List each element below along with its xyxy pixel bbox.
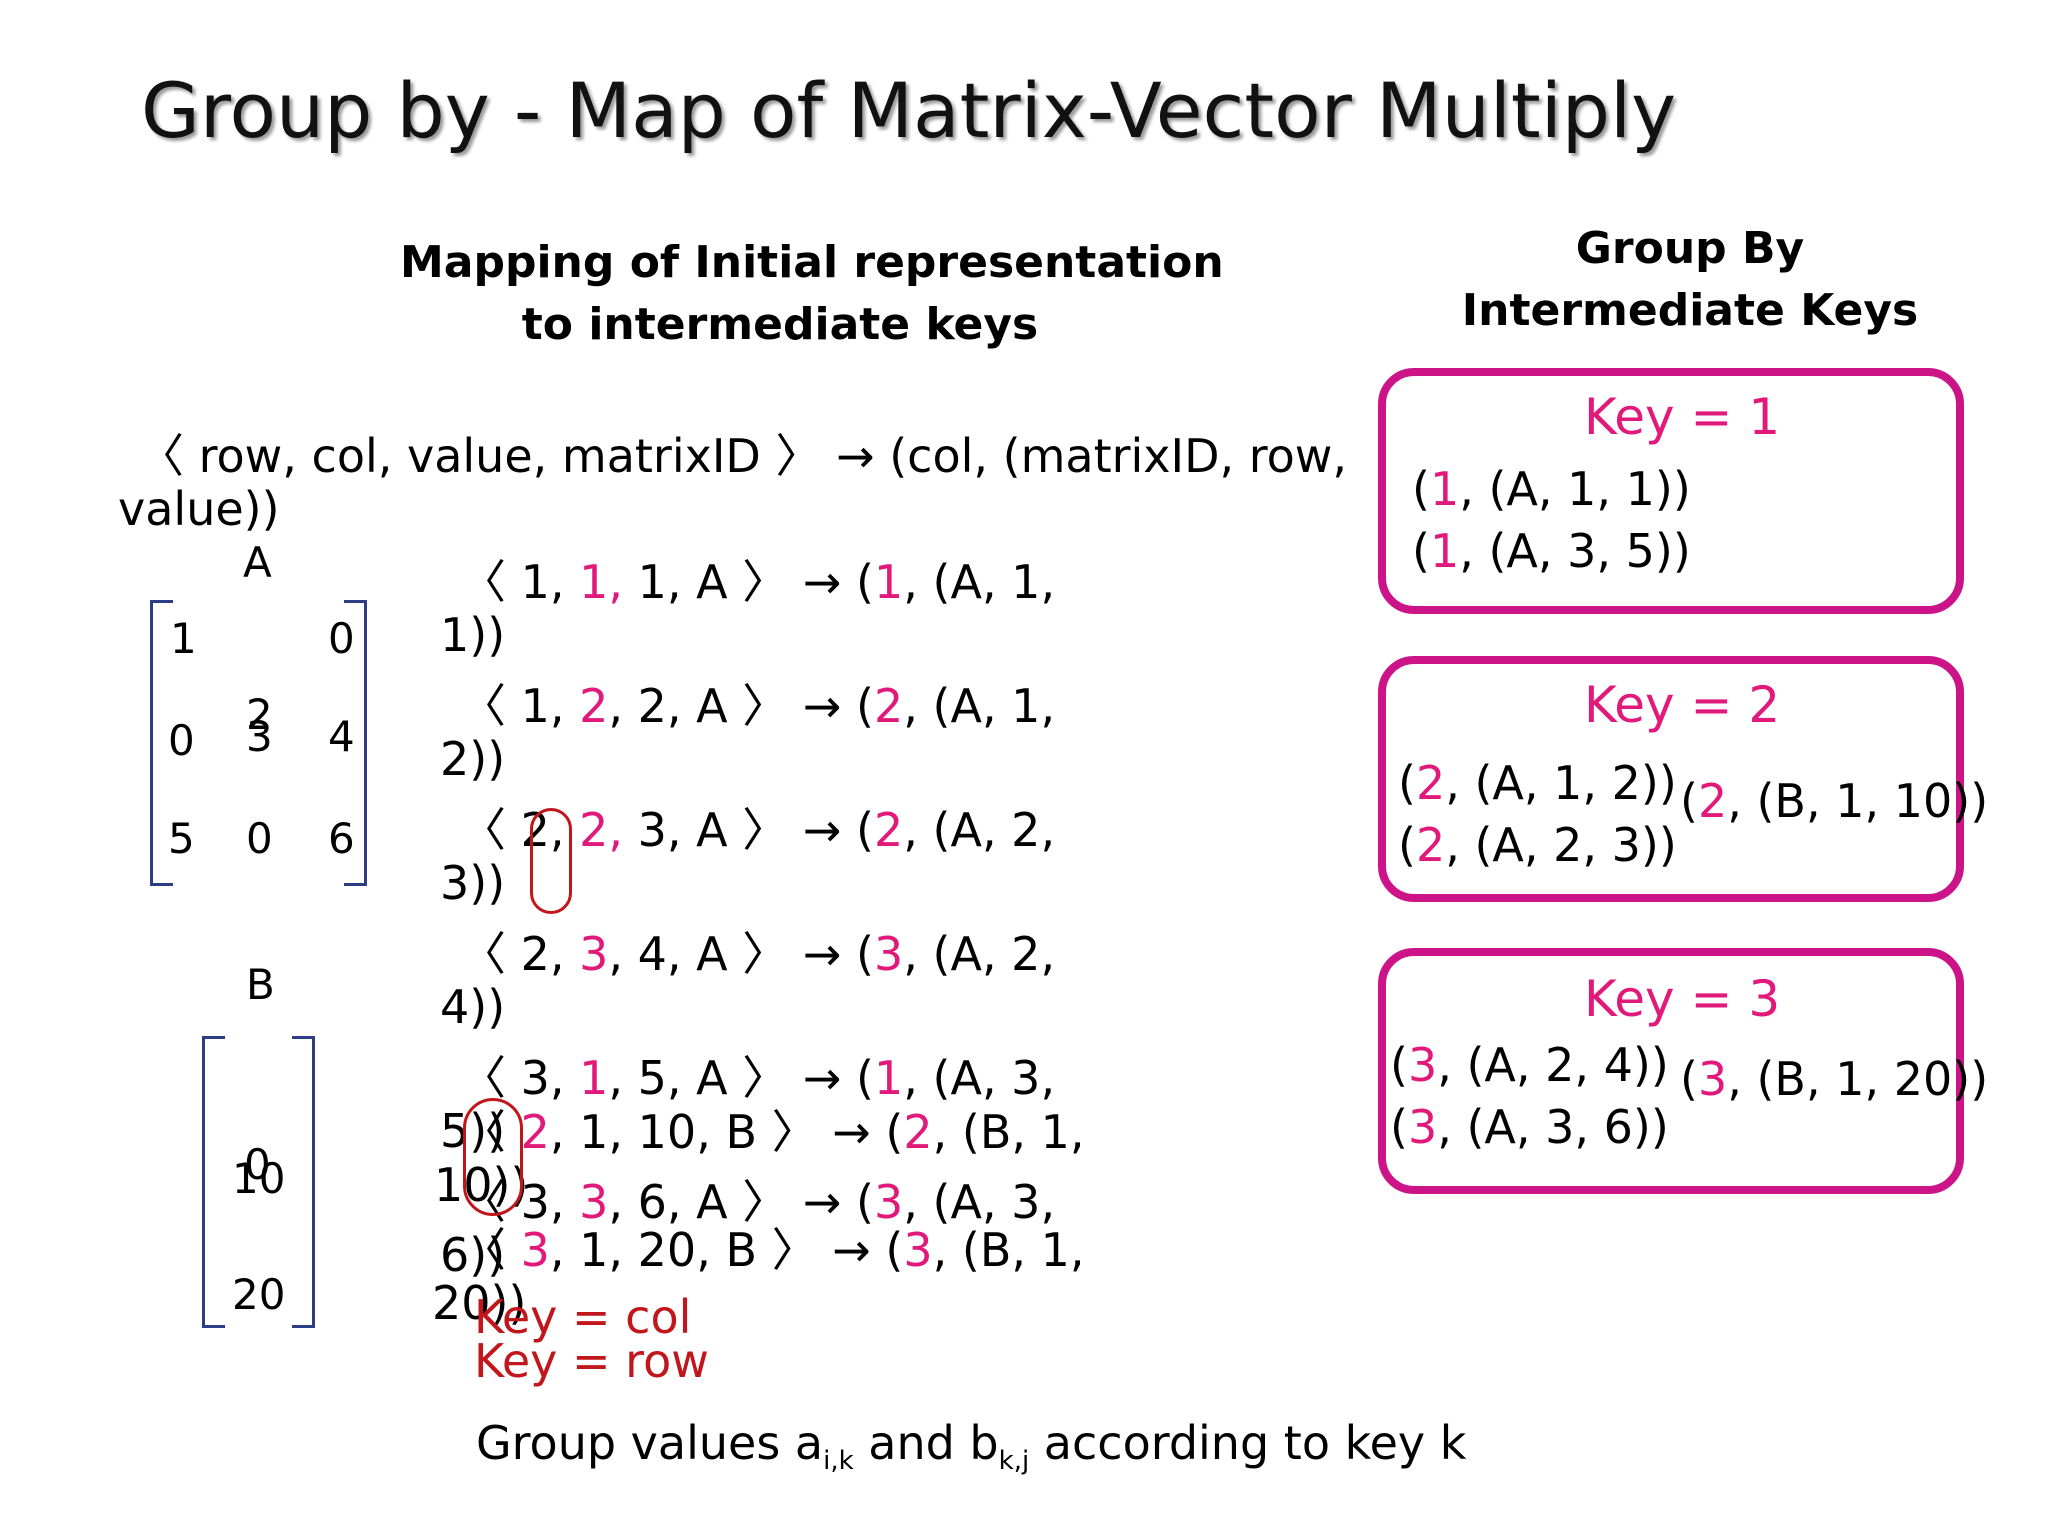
- group-entry: (1, (A, 1, 1)): [1412, 462, 1691, 516]
- groupby-heading-line-2: Intermediate Keys: [1461, 285, 1919, 336]
- key-group-label: Key = 1: [1584, 388, 1781, 446]
- mapping-row: 〈 1, 2, 2, A 〉 → (2, (A, 1,: [460, 679, 1056, 733]
- group-entry: (3, (A, 3, 6)): [1390, 1100, 1669, 1154]
- group-entry-b: (2, (B, 1, 10)): [1680, 774, 1989, 828]
- matrix-a-cell: 0: [328, 614, 355, 663]
- mapping-row-wrap: 4)): [440, 980, 506, 1034]
- mapping-heading-line-2: to intermediate keys: [521, 299, 1039, 350]
- key-group-box-3: [1378, 948, 1964, 1194]
- mapping-row: 〈 2, 2, 3, A 〉 → (2, (A, 2,: [460, 803, 1056, 857]
- matrix-a-cell: 3: [246, 712, 273, 761]
- mapping-row-wrap: 20)): [432, 1276, 527, 1330]
- matrix-a-cell: 0: [246, 814, 273, 863]
- group-entry-b: (3, (B, 1, 20)): [1680, 1052, 1989, 1106]
- matrix-a-cell: 2: [246, 690, 273, 739]
- matrix-b-left-bracket: [202, 1036, 225, 1328]
- mapping-row: 〈 3, 1, 5, A 〉 → (1, (A, 3,: [460, 1051, 1056, 1105]
- matrix-a-cell: 4: [328, 712, 355, 761]
- matrix-a-cell: 5: [168, 814, 195, 863]
- group-entry: (3, (A, 2, 4)): [1390, 1038, 1669, 1092]
- group-entry: (2, (A, 2, 3)): [1398, 818, 1677, 872]
- groupby-heading-line-1: Group By: [1575, 223, 1805, 274]
- formula-line-2: value)): [118, 482, 280, 536]
- group-entry: (2, (A, 1, 2)): [1398, 756, 1677, 810]
- matrix-a-cell: 6: [328, 814, 355, 863]
- matrix-a-label: A: [243, 538, 272, 587]
- mapping-row: 〈 3, 3, 6, A 〉 → (3, (A, 3,: [460, 1175, 1056, 1229]
- mapping-row: 〈 3, 1, 20, B 〉 → (3, (B, 1,: [460, 1223, 1085, 1277]
- group-entry: (1, (A, 3, 5)): [1412, 524, 1691, 578]
- key-col-note: Key = col: [474, 1290, 692, 1344]
- footer-note: Group values ai,k and bk,j according to …: [476, 1416, 1467, 1477]
- slide-title: Group by - Map of Matrix-Vector Multiply: [141, 66, 1677, 155]
- mapping-row-wrap: 1)): [440, 608, 506, 662]
- key-group-label: Key = 3: [1584, 970, 1781, 1028]
- key-group-box-1: [1378, 368, 1964, 614]
- matrix-b-cell: 20: [232, 1270, 286, 1319]
- mapping-row-wrap: 6)): [440, 1228, 506, 1282]
- mapping-row: 〈 1, 1, 1, A 〉 → (1, (A, 1,: [460, 555, 1056, 609]
- matrix-a-cell: 1: [170, 614, 197, 663]
- matrix-a-cell: 0: [168, 716, 195, 765]
- matrix-a-left-bracket: [150, 600, 173, 886]
- mapping-row: 〈 2, 1, 10, B 〉 → (2, (B, 1,: [460, 1105, 1085, 1159]
- key-col-highlight-oval: [530, 808, 572, 914]
- key-row-highlight-oval: [463, 1098, 523, 1216]
- groupby-heading: Group By Intermediate Keys: [1420, 218, 1960, 342]
- matrix-b-cell: 10: [232, 1154, 286, 1203]
- mapping-heading-line-1: Mapping of Initial representation: [400, 237, 1224, 288]
- formula-line-1: 〈 row, col, value, matrixID 〉 → (col, (m…: [138, 429, 1348, 483]
- matrix-b-label: B: [246, 960, 275, 1009]
- matrix-b-right-bracket: [292, 1036, 315, 1328]
- key-group-label: Key = 2: [1584, 676, 1781, 734]
- mapping-heading: Mapping of Initial representation to int…: [400, 232, 1224, 356]
- matrix-a-right-bracket: [344, 600, 367, 886]
- mapping-row-wrap: 3)): [440, 856, 506, 910]
- matrix-b-cell: 0: [244, 1140, 271, 1189]
- mapping-row-wrap: 2)): [440, 732, 506, 786]
- key-group-box-2: [1378, 656, 1964, 902]
- mapping-row: 〈 2, 3, 4, A 〉 → (3, (A, 2,: [460, 927, 1056, 981]
- key-row-note: Key = row: [474, 1334, 709, 1388]
